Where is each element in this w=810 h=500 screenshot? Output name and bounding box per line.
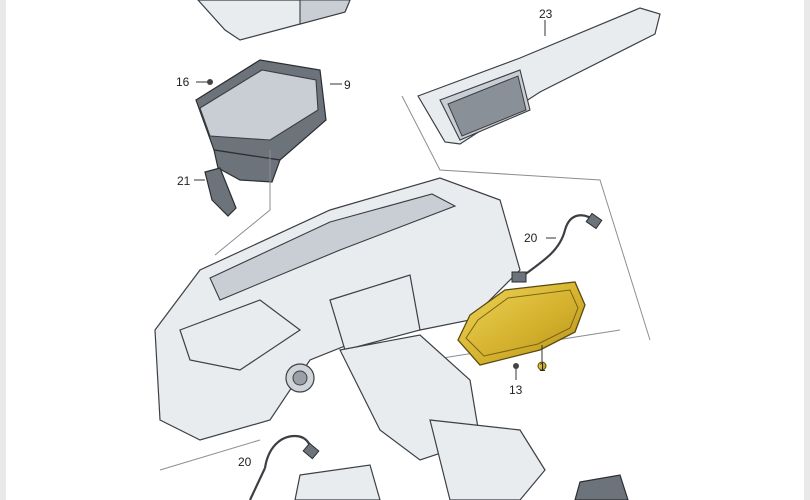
- part-20-lower-cable: [249, 434, 381, 500]
- part-9-control-unit: [195, 59, 342, 183]
- callout-1: 1: [539, 360, 546, 374]
- right-border: [804, 0, 810, 500]
- callout-20-upper: 20: [524, 231, 538, 245]
- part-23-trim-panel: [417, 7, 661, 145]
- callout-21: 21: [177, 174, 191, 188]
- part-20-upper-cable: [511, 212, 603, 283]
- top-trim-part: [197, 0, 351, 41]
- part-13-screw: [513, 363, 519, 380]
- callout-20-lower: 20: [238, 455, 252, 469]
- part-1-display-unit: [457, 281, 586, 371]
- callout-13: 13: [509, 383, 523, 397]
- part-21-bracket: [194, 167, 237, 217]
- left-border: [0, 0, 6, 500]
- callout-23: 23: [539, 7, 553, 21]
- callout-9: 9: [344, 78, 351, 92]
- callout-labels: 23 16 9 21 20 1 13 20: [176, 7, 553, 469]
- bottom-right-part: [574, 474, 629, 500]
- dashboard-assembly: [154, 177, 546, 500]
- callout-16: 16: [176, 75, 190, 89]
